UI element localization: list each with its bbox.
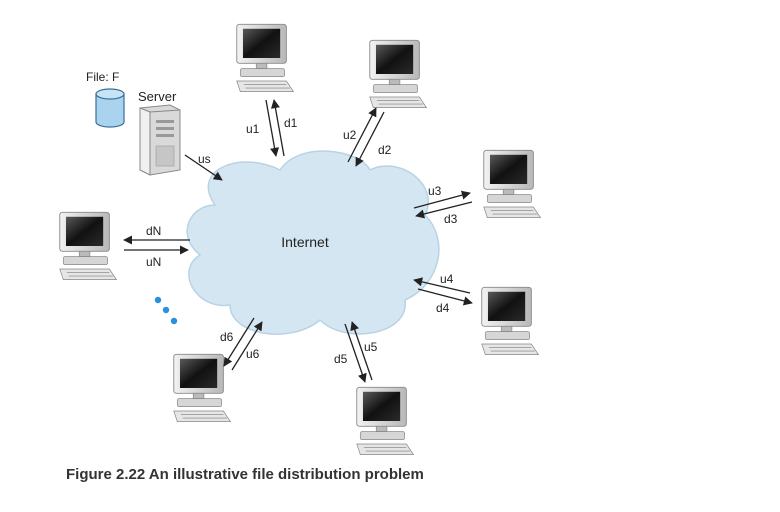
peer-1-computer-icon xyxy=(236,23,294,93)
peer-3-upload-arrow xyxy=(413,190,471,209)
peer-3-download-arrow xyxy=(415,201,473,219)
peer-6-computer-icon xyxy=(173,353,231,423)
peer-N-upload-label: uN xyxy=(146,255,161,269)
peer-1-download-label: d1 xyxy=(284,116,298,130)
database-icon xyxy=(95,88,125,128)
more-peers-dots xyxy=(154,296,178,325)
peer-6-upload-arrow xyxy=(231,321,263,371)
peer-3-computer-icon xyxy=(483,149,541,219)
peer-N-download-label: dN xyxy=(146,224,161,238)
server-icon xyxy=(139,104,181,176)
peer-4-upload-arrow xyxy=(413,277,471,294)
peer-4-download-label: d4 xyxy=(436,301,450,315)
peer-2-download-arrow xyxy=(355,111,385,167)
peer-6-download-arrow xyxy=(223,317,255,367)
peer-6-download-label: d6 xyxy=(220,330,234,344)
peer-4-upload-label: u4 xyxy=(440,272,454,286)
peer-4-computer-icon xyxy=(481,286,539,356)
peer-5-computer-icon xyxy=(356,386,414,456)
internet-cloud xyxy=(186,150,440,335)
peer-5-download-label: d5 xyxy=(334,352,348,366)
peer-5-upload-arrow xyxy=(350,321,373,381)
peer-2-upload-arrow xyxy=(347,107,377,163)
peer-4-download-arrow xyxy=(417,288,473,306)
peer-3-download-label: d3 xyxy=(444,212,458,226)
peer-2-computer-icon xyxy=(369,39,427,109)
figure-caption: Figure 2.22 An illustrative file distrib… xyxy=(66,466,424,483)
peer-2-download-label: d2 xyxy=(378,143,392,157)
file-label: File: F xyxy=(86,70,119,84)
peer-2-upload-label: u2 xyxy=(343,128,357,142)
peer-5-download-arrow xyxy=(344,323,367,383)
peer-1-upload-arrow xyxy=(265,99,280,157)
internet-label: Internet xyxy=(281,234,329,250)
peer-5-upload-label: u5 xyxy=(364,340,378,354)
peer-3-upload-label: u3 xyxy=(428,184,442,198)
server-upload-label: us xyxy=(198,152,211,166)
peer-N-computer-icon xyxy=(59,211,117,281)
server-label: Server xyxy=(138,89,177,104)
server-upload-arrow xyxy=(184,154,223,181)
peer-1-download-arrow xyxy=(270,99,285,157)
peer-6-upload-label: u6 xyxy=(246,347,260,361)
peer-1-upload-label: u1 xyxy=(246,122,260,136)
